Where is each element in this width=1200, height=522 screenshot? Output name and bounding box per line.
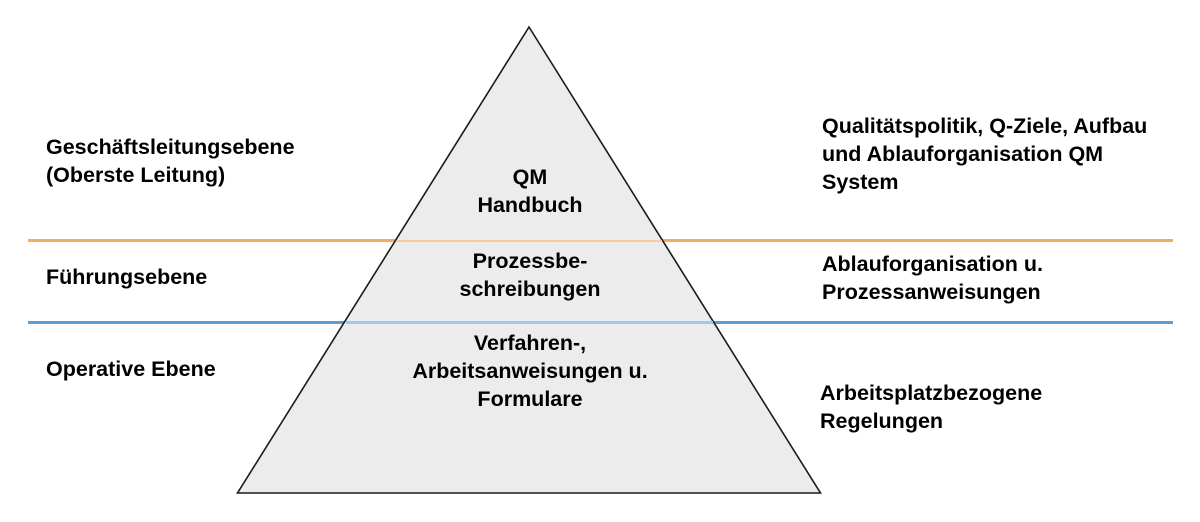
- pyramid-level-qm-handbuch: QM Handbuch: [477, 165, 583, 217]
- right-label-qualitaetspolitik: Qualitätspolitik, Q-Ziele, Aufbau und Ab…: [822, 114, 1148, 194]
- right-label-ablauforganisation: Ablauforganisation u. Prozessanweisungen: [822, 252, 1043, 304]
- pyramid-level-verfahren-arbeitsanweisungen-formulare: Verfahren-, Arbeitsanweisungen u. Formul…: [412, 331, 648, 411]
- top-divider-inner-segment: [397, 239, 662, 242]
- right-label-arbeitsplatzbezogene-regelungen: Arbeitsplatzbezogene Regelungen: [820, 381, 1043, 433]
- pyramid-shape: [236, 25, 822, 494]
- left-label-operative-ebene: Operative Ebene: [46, 357, 216, 381]
- left-label-fuehrungsebene: Führungsebene: [46, 265, 208, 289]
- pyramid-level-prozessbeschreibungen: Prozessbe- schreibungen: [459, 249, 601, 301]
- left-label-geschaeftsleitungsebene: Geschäftsleitungsebene (Oberste Leitung): [46, 135, 295, 187]
- bottom-divider-inner-segment: [346, 321, 713, 324]
